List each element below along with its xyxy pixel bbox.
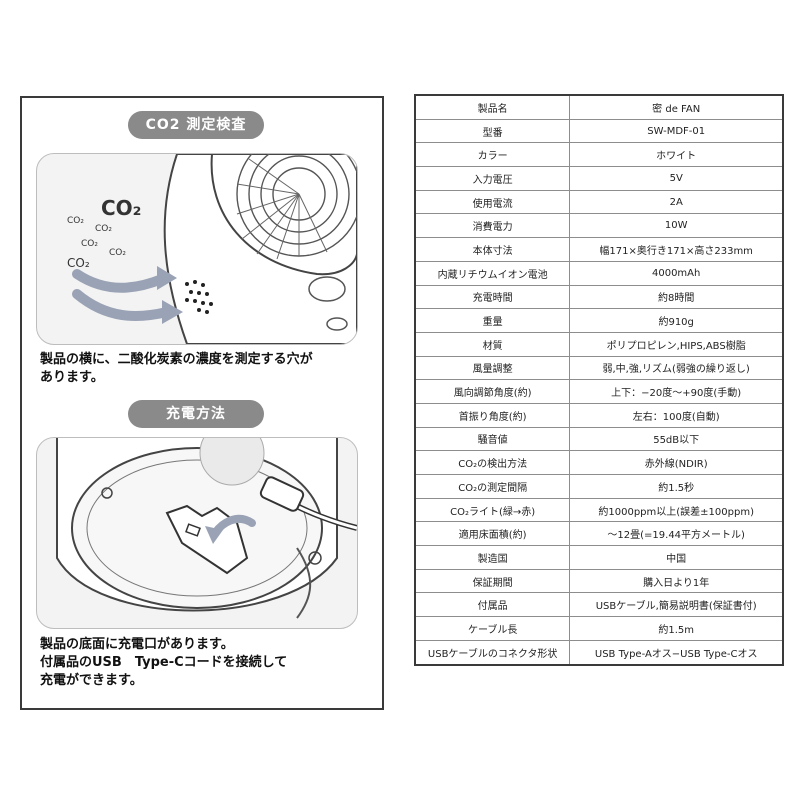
spec-label: USBケーブルのコネクタ形状 bbox=[414, 639, 571, 666]
table-row: CO₂の検出方法赤外線(NDIR) bbox=[414, 450, 784, 475]
co2-label: CO₂ bbox=[81, 239, 98, 249]
spec-value: 約1.5m bbox=[569, 616, 784, 641]
spec-label: 本体寸法 bbox=[414, 237, 571, 262]
spec-value: 赤外線(NDIR) bbox=[569, 450, 784, 475]
co2-illustration: CO₂ CO₂ CO₂ CO₂ CO₂ CO₂ bbox=[36, 153, 358, 345]
spec-label: 型番 bbox=[414, 118, 571, 144]
table-row: 保証期間購入日より1年 bbox=[414, 568, 784, 594]
spec-value: 密 de FAN bbox=[569, 94, 784, 120]
spec-value: ポリプロピレン,HIPS,ABS樹脂 bbox=[569, 331, 784, 357]
spec-value: 10W bbox=[569, 213, 784, 239]
spec-value: SW-MDF-01 bbox=[569, 118, 784, 144]
spec-label: 風量調整 bbox=[414, 355, 571, 381]
spec-value: 約8時間 bbox=[569, 284, 784, 310]
co2-label: CO₂ bbox=[67, 216, 84, 226]
co2-section-title: CO2 測定検査 bbox=[128, 111, 264, 139]
spec-label: 製造国 bbox=[414, 545, 571, 570]
spec-label: 保証期間 bbox=[414, 568, 571, 594]
spec-value: 上下：−20度〜+90度(手動) bbox=[569, 379, 784, 404]
table-row: 首振り角度(約)左右：100度(自動) bbox=[414, 402, 784, 428]
table-row: ケーブル長約1.5m bbox=[414, 616, 784, 641]
spec-label: 製品名 bbox=[414, 94, 571, 120]
spec-value: 約910g bbox=[569, 308, 784, 333]
table-row: CO₂ライト(緑→赤)約1000ppm以上(誤差±100ppm) bbox=[414, 497, 784, 523]
table-row: 適用床面積(約)〜12畳(=19.44平方メートル) bbox=[414, 521, 784, 547]
spec-label: CO₂ライト(緑→赤) bbox=[414, 497, 571, 523]
co2-caption: 製品の横に、二酸化炭素の濃度を測定する穴が あります。 bbox=[40, 352, 313, 385]
charging-illustration bbox=[36, 437, 358, 629]
spec-label: 入力電圧 bbox=[414, 166, 571, 191]
co2-label: CO₂ bbox=[95, 224, 112, 234]
spec-label: 内蔵リチウムイオン電池 bbox=[414, 260, 571, 286]
table-row: 風量調整弱,中,強,リズム(弱強の繰り返し) bbox=[414, 355, 784, 381]
spec-label: 消費電力 bbox=[414, 213, 571, 239]
spec-value: 〜12畳(=19.44平方メートル) bbox=[569, 521, 784, 547]
spec-value: 中国 bbox=[569, 545, 784, 570]
table-row: CO₂の測定間隔約1.5秒 bbox=[414, 474, 784, 499]
spec-label: 充電時間 bbox=[414, 284, 571, 310]
feature-panel: CO2 測定検査 bbox=[20, 96, 384, 710]
spec-value: 5V bbox=[569, 166, 784, 191]
spec-label: 風向調節角度(約) bbox=[414, 379, 571, 404]
table-row: カラーホワイト bbox=[414, 142, 784, 168]
spec-value: 約1.5秒 bbox=[569, 474, 784, 499]
co2-label: CO₂ bbox=[67, 256, 90, 270]
spec-label: ケーブル長 bbox=[414, 616, 571, 641]
spec-label: 騒音値 bbox=[414, 426, 571, 452]
spec-label: 首振り角度(約) bbox=[414, 402, 571, 428]
co2-diagram bbox=[72, 154, 357, 344]
spec-value: 購入日より1年 bbox=[569, 568, 784, 594]
co2-label: CO₂ bbox=[109, 248, 126, 258]
table-row: 製品名密 de FAN bbox=[414, 94, 784, 120]
spec-value: 左右：100度(自動) bbox=[569, 402, 784, 428]
co2-label: CO₂ bbox=[101, 196, 142, 220]
table-row: 充電時間約8時間 bbox=[414, 284, 784, 310]
spec-value: 55dB以下 bbox=[569, 426, 784, 452]
spec-label: 使用電流 bbox=[414, 189, 571, 215]
table-row: 製造国中国 bbox=[414, 545, 784, 570]
spec-label: CO₂の検出方法 bbox=[414, 450, 571, 475]
spec-value: 4000mAh bbox=[569, 260, 784, 286]
table-row: 重量約910g bbox=[414, 308, 784, 333]
table-row: 風向調節角度(約)上下：−20度〜+90度(手動) bbox=[414, 379, 784, 404]
table-row: 材質ポリプロピレン,HIPS,ABS樹脂 bbox=[414, 331, 784, 357]
spec-label: 適用床面積(約) bbox=[414, 521, 571, 547]
spec-label: CO₂の測定間隔 bbox=[414, 474, 571, 499]
spec-value: USBケーブル,簡易説明書(保証書付) bbox=[569, 592, 784, 618]
charge-section-title: 充電方法 bbox=[128, 400, 264, 428]
spec-value: ホワイト bbox=[569, 142, 784, 168]
spec-label: 重量 bbox=[414, 308, 571, 333]
table-row: 本体寸法幅171×奥行き171×高さ233mm bbox=[414, 237, 784, 262]
spec-label: 付属品 bbox=[414, 592, 571, 618]
spec-label: 材質 bbox=[414, 331, 571, 357]
spec-value: USB Type-Aオス−USB Type-Cオス bbox=[569, 639, 784, 666]
spec-value: 弱,中,強,リズム(弱強の繰り返し) bbox=[569, 355, 784, 381]
spec-value: 幅171×奥行き171×高さ233mm bbox=[569, 237, 784, 262]
charge-caption: 製品の底面に充電口があります。 付属品のUSB Type-Cコードを接続して 充… bbox=[40, 637, 288, 688]
charging-diagram bbox=[56, 438, 357, 619]
spec-value: 約1000ppm以上(誤差±100ppm) bbox=[569, 497, 784, 523]
spec-value: 2A bbox=[569, 189, 784, 215]
spec-label: カラー bbox=[414, 142, 571, 168]
